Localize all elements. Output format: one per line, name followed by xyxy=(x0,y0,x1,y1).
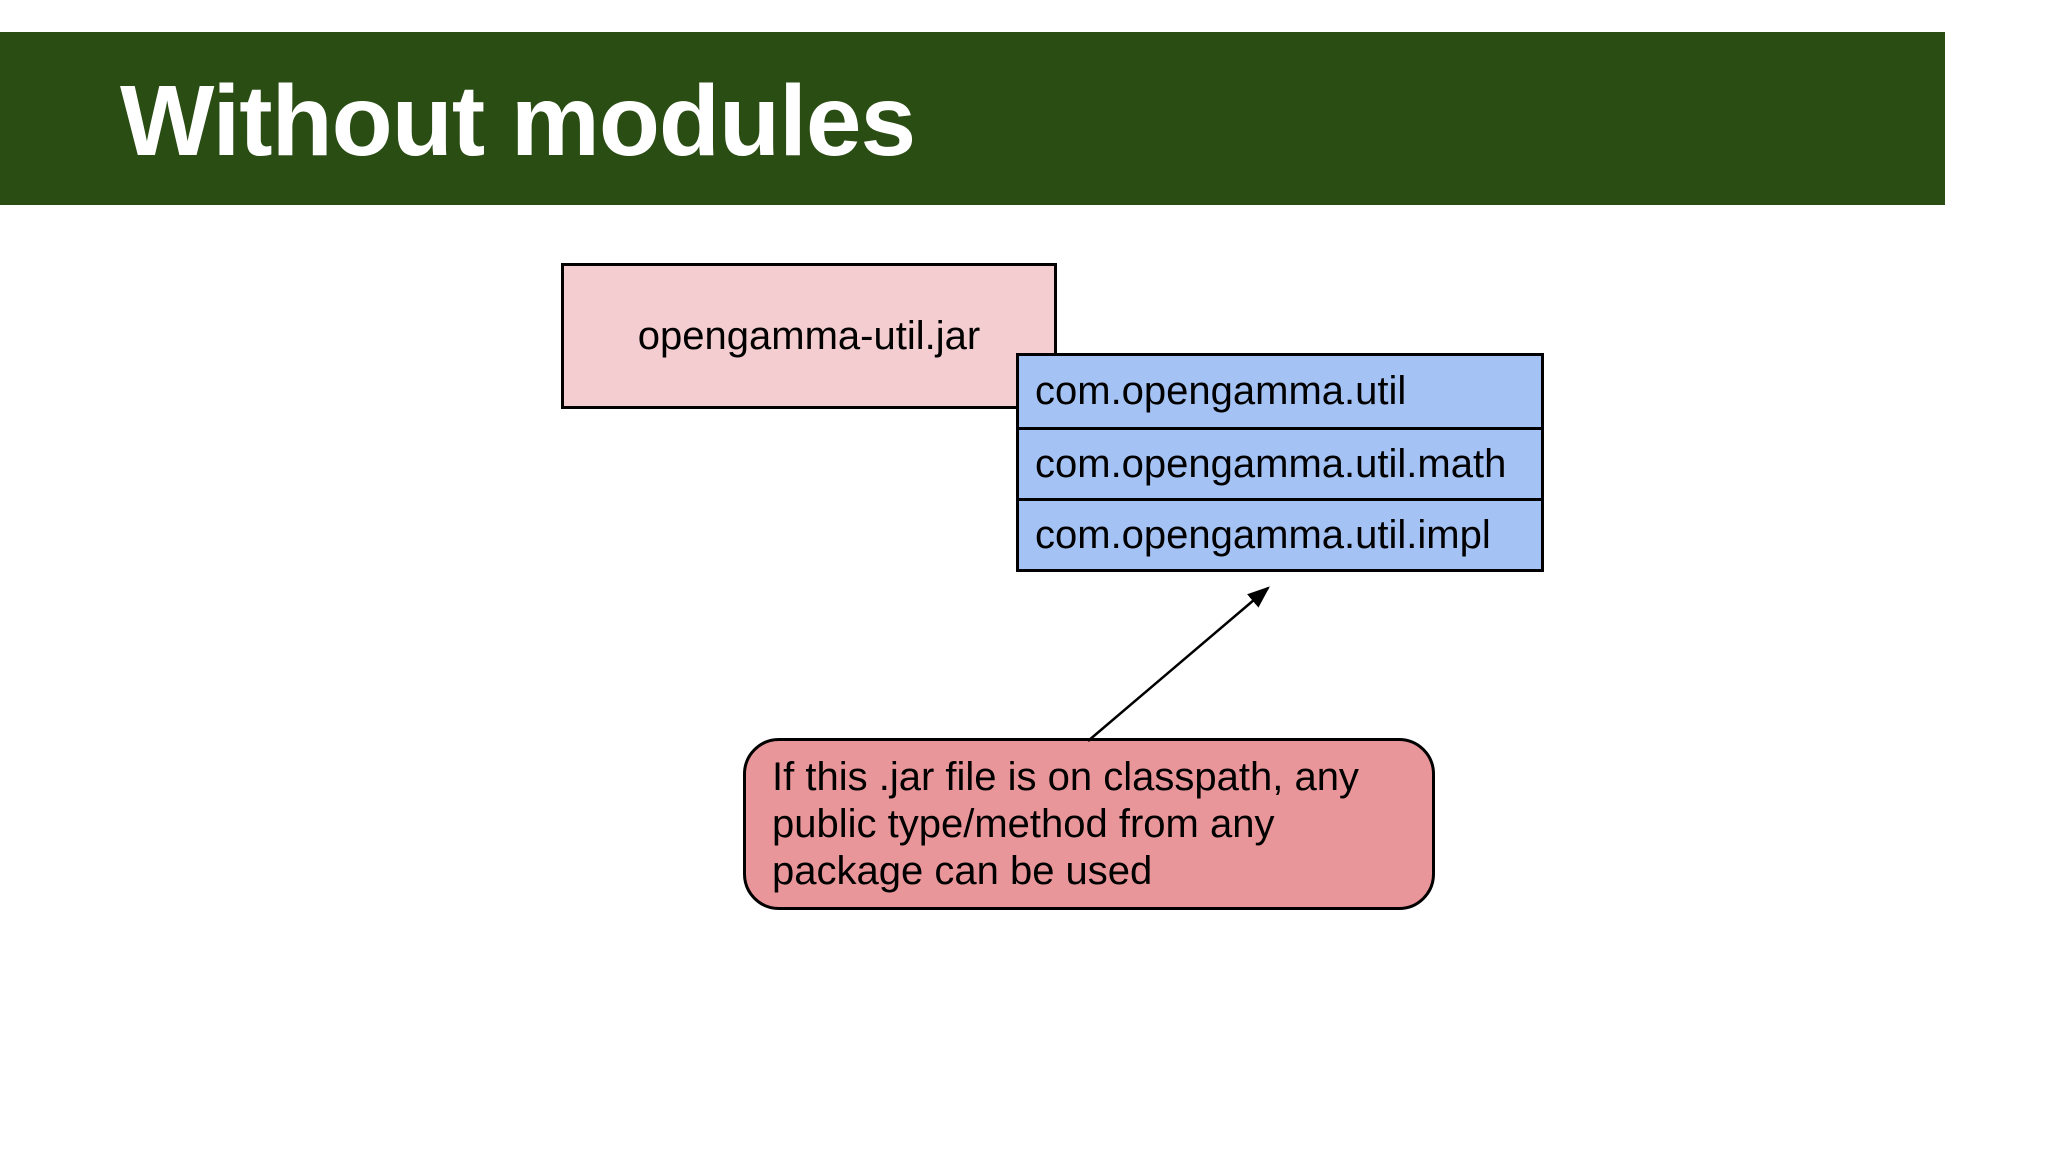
package-label: com.opengamma.util xyxy=(1035,369,1407,413)
slide-title: Without modules xyxy=(120,65,916,177)
package-label: com.opengamma.util.impl xyxy=(1035,512,1491,557)
package-label: com.opengamma.util.math xyxy=(1035,441,1507,486)
package-row: com.opengamma.util xyxy=(1019,356,1541,427)
jar-box: opengamma-util.jar xyxy=(561,263,1057,409)
callout-line: If this .jar file is on classpath, any xyxy=(772,755,1359,799)
package-stack: com.opengamma.util com.opengamma.util.ma… xyxy=(1016,353,1544,572)
callout-line: package can be used xyxy=(772,849,1153,893)
package-row: com.opengamma.util.math xyxy=(1019,427,1541,498)
callout-note: If this .jar file is on classpath, any p… xyxy=(743,738,1435,910)
jar-box-label: opengamma-util.jar xyxy=(637,313,981,358)
title-banner: Without modules xyxy=(0,32,1945,205)
callout-line: public type/method from any xyxy=(772,802,1275,846)
arrow-line xyxy=(1087,586,1270,742)
package-row: com.opengamma.util.impl xyxy=(1019,498,1541,569)
